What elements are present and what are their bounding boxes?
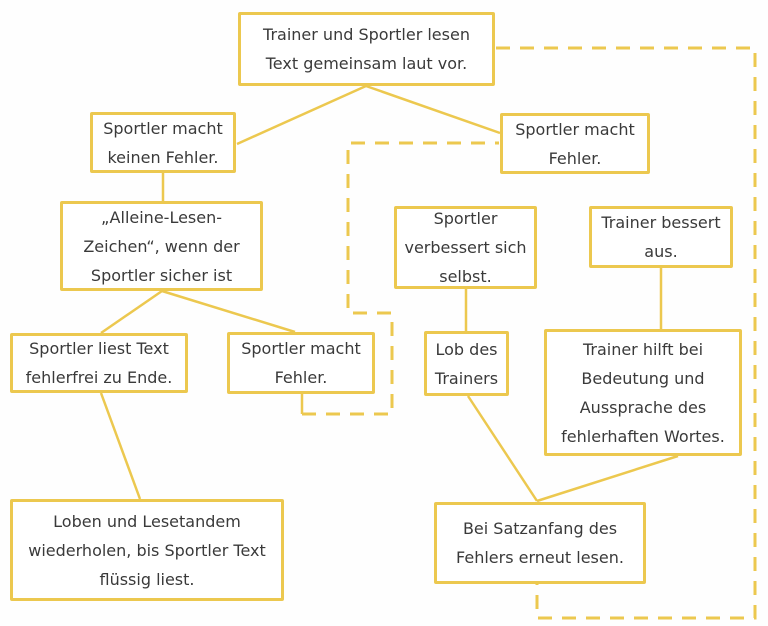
node-self-correct: Sportler verbessert sich selbst. (394, 206, 537, 289)
connector-start-to-error (365, 84, 501, 135)
connector-alone-sign-to-reads-to-end (100, 289, 163, 335)
node-alone-sign: „Alleine-Lesen- Zeichen“, wenn der Sport… (60, 201, 263, 291)
connector-start-to-no-error (236, 84, 367, 146)
node-error: Sportler macht Fehler. (500, 113, 650, 174)
connector-trainer-helps-to-reread (536, 454, 679, 503)
connector-reads-to-end-to-repeat-tandem (99, 392, 142, 500)
feedback-loop-error-again-to-error (302, 141, 499, 416)
connector-praise-to-reread (466, 395, 539, 502)
node-reread: Bei Satzanfang des Fehlers erneut lesen. (434, 502, 646, 584)
connector-alone-sign-to-error-again (161, 289, 296, 334)
node-trainer-helps: Trainer hilft bei Bedeutung und Aussprac… (544, 329, 742, 456)
node-no-error: Sportler macht keinen Fehler. (90, 112, 236, 173)
node-error-again: Sportler macht Fehler. (227, 332, 375, 394)
node-trainer-corrects: Trainer bessert aus. (589, 206, 733, 268)
node-repeat-tandem: Loben und Lesetandem wiederholen, bis Sp… (10, 499, 284, 601)
feedback-loop-reread-to-start (496, 46, 757, 620)
node-reads-to-end: Sportler liest Text fehlerfrei zu Ende. (10, 333, 188, 393)
node-praise: Lob des Trainers (424, 331, 509, 396)
node-start: Trainer und Sportler lesen Text gemeinsa… (238, 12, 495, 86)
